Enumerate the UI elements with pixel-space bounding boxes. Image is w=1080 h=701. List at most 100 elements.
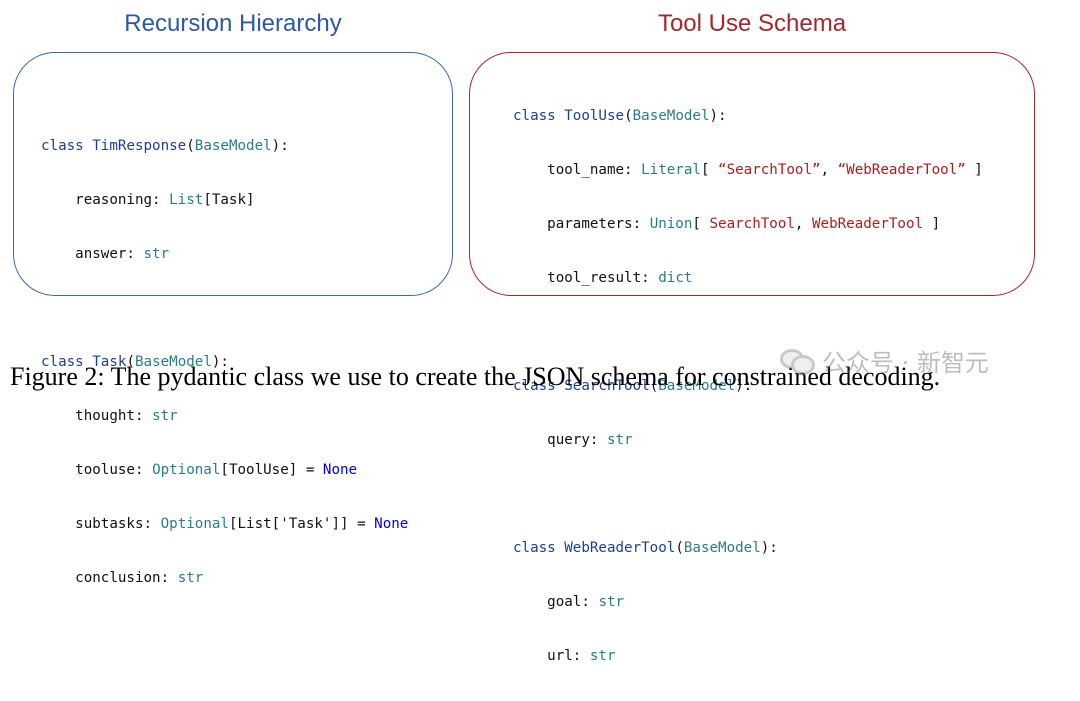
- union-member: SearchTool: [709, 216, 795, 232]
- none-keyword: None: [374, 516, 409, 532]
- comma: ,: [794, 216, 813, 232]
- open-paren: (: [186, 138, 195, 154]
- field-type: str: [177, 570, 204, 586]
- class-task-line: class Task(BaseModel):: [41, 353, 408, 371]
- tool-use-schema-box: class ToolUse(BaseModel): tool_name: Lit…: [469, 52, 1035, 664]
- open-paren: (: [624, 108, 633, 124]
- field-separator: :: [572, 648, 590, 664]
- field-tool-result-line: tool_result: dict: [513, 269, 983, 287]
- class-webreadertool-line: class WebReaderTool(BaseModel):: [513, 539, 983, 557]
- field-name: tooluse: [75, 462, 135, 478]
- class-timresponse-line: class TimResponse(BaseModel):: [41, 137, 408, 155]
- literal-string: “SearchTool”: [718, 162, 821, 178]
- field-name: goal: [547, 594, 582, 610]
- field-type: str: [152, 408, 178, 424]
- field-answer-line: answer: str: [41, 245, 408, 263]
- field-type-rest: [List['Task']] =: [228, 516, 375, 532]
- field-parameters-line: parameters: Union[ SearchTool, WebReader…: [513, 215, 983, 233]
- union-member: WebReaderTool: [812, 216, 924, 232]
- field-name: answer: [75, 246, 127, 262]
- field-reasoning-line: reasoning: List[Task]: [41, 191, 408, 209]
- base-class: BaseModel: [632, 108, 710, 124]
- field-separator: :: [632, 216, 650, 232]
- blank-line: [41, 299, 408, 317]
- class-keyword: class: [513, 378, 556, 394]
- class-name: TimResponse: [92, 138, 187, 154]
- field-name: tool_result: [547, 270, 642, 286]
- field-type: Union: [649, 216, 693, 232]
- field-name: reasoning: [75, 192, 153, 208]
- blank-line: [513, 485, 983, 503]
- class-searchtool-line: class SearchTool(BaseModel):: [513, 377, 983, 395]
- wechat-icon: [780, 347, 815, 375]
- field-type: dict: [658, 270, 693, 286]
- field-type: Optional: [160, 516, 229, 532]
- base-class: BaseModel: [134, 354, 212, 370]
- field-separator: :: [160, 570, 178, 586]
- open-paren: (: [649, 378, 659, 394]
- class-name: Task: [92, 354, 127, 370]
- blank-line: [513, 323, 983, 341]
- field-separator: :: [581, 594, 599, 610]
- field-name: conclusion: [75, 570, 161, 586]
- comma: ,: [820, 162, 838, 178]
- recursion-hierarchy-title: Recursion Hierarchy: [124, 10, 342, 37]
- wechat-watermark: 公众号 · 新智元: [780, 342, 989, 378]
- class-keyword: class: [513, 108, 556, 124]
- field-name: parameters: [547, 216, 633, 232]
- close-bracket: ]: [923, 216, 941, 232]
- field-type: str: [143, 246, 170, 262]
- field-query-line: query: str: [513, 431, 983, 449]
- field-type: str: [598, 594, 625, 610]
- literal-string: “WebReaderTool”: [837, 162, 966, 178]
- tool-use-schema-title: Tool Use Schema: [657, 10, 847, 37]
- recursion-hierarchy-box: class TimResponse(BaseModel): reasoning:…: [13, 52, 453, 586]
- field-tool-name-line: tool_name: Literal[ “SearchTool”, “WebRe…: [513, 161, 983, 179]
- open-bracket: [: [700, 162, 719, 178]
- class-name: WebReaderTool: [564, 540, 676, 556]
- field-type: List: [169, 192, 204, 208]
- field-separator: :: [641, 270, 659, 286]
- class-line-tail: ):: [760, 540, 778, 556]
- field-name: url: [547, 648, 573, 664]
- field-name: tool_name: [547, 162, 625, 178]
- base-class: BaseModel: [194, 138, 272, 154]
- field-separator: :: [589, 432, 607, 448]
- class-name: ToolUse: [564, 108, 625, 124]
- class-keyword: class: [513, 540, 556, 556]
- field-type-rest: [ToolUse] =: [220, 462, 323, 478]
- class-keyword: class: [41, 138, 84, 154]
- field-separator: :: [624, 162, 642, 178]
- class-keyword: class: [41, 354, 84, 370]
- field-separator: :: [134, 408, 153, 424]
- class-line-tail: ):: [271, 138, 289, 154]
- field-name: thought: [75, 408, 135, 424]
- close-bracket: ]: [965, 162, 983, 178]
- field-goal-line: goal: str: [513, 593, 983, 611]
- field-type: str: [606, 432, 633, 448]
- field-type-rest: [Task]: [203, 192, 255, 208]
- field-name: query: [547, 432, 590, 448]
- field-type: Optional: [152, 462, 221, 478]
- open-paren: (: [126, 354, 135, 370]
- field-separator: :: [143, 516, 161, 532]
- field-url-line: url: str: [513, 647, 983, 665]
- base-class: BaseModel: [658, 378, 736, 394]
- class-name: SearchTool: [564, 378, 650, 394]
- open-bracket: [: [692, 216, 710, 232]
- field-name: subtasks: [75, 516, 144, 532]
- field-separator: :: [126, 246, 144, 262]
- class-tooluse-line: class ToolUse(BaseModel):: [513, 107, 983, 125]
- base-class: BaseModel: [683, 540, 761, 556]
- open-paren: (: [675, 540, 684, 556]
- watermark-text: 公众号 · 新智元: [822, 348, 989, 377]
- field-conclusion-line: conclusion: str: [41, 569, 408, 587]
- class-line-tail: ):: [211, 354, 229, 370]
- field-type: Literal: [641, 162, 701, 178]
- field-tooluse-line: tooluse: Optional[ToolUse] = None: [41, 461, 408, 479]
- class-line-tail: ):: [735, 378, 753, 394]
- field-separator: :: [134, 462, 153, 478]
- none-keyword: None: [322, 462, 358, 478]
- class-line-tail: ):: [709, 108, 727, 124]
- field-separator: :: [152, 192, 170, 208]
